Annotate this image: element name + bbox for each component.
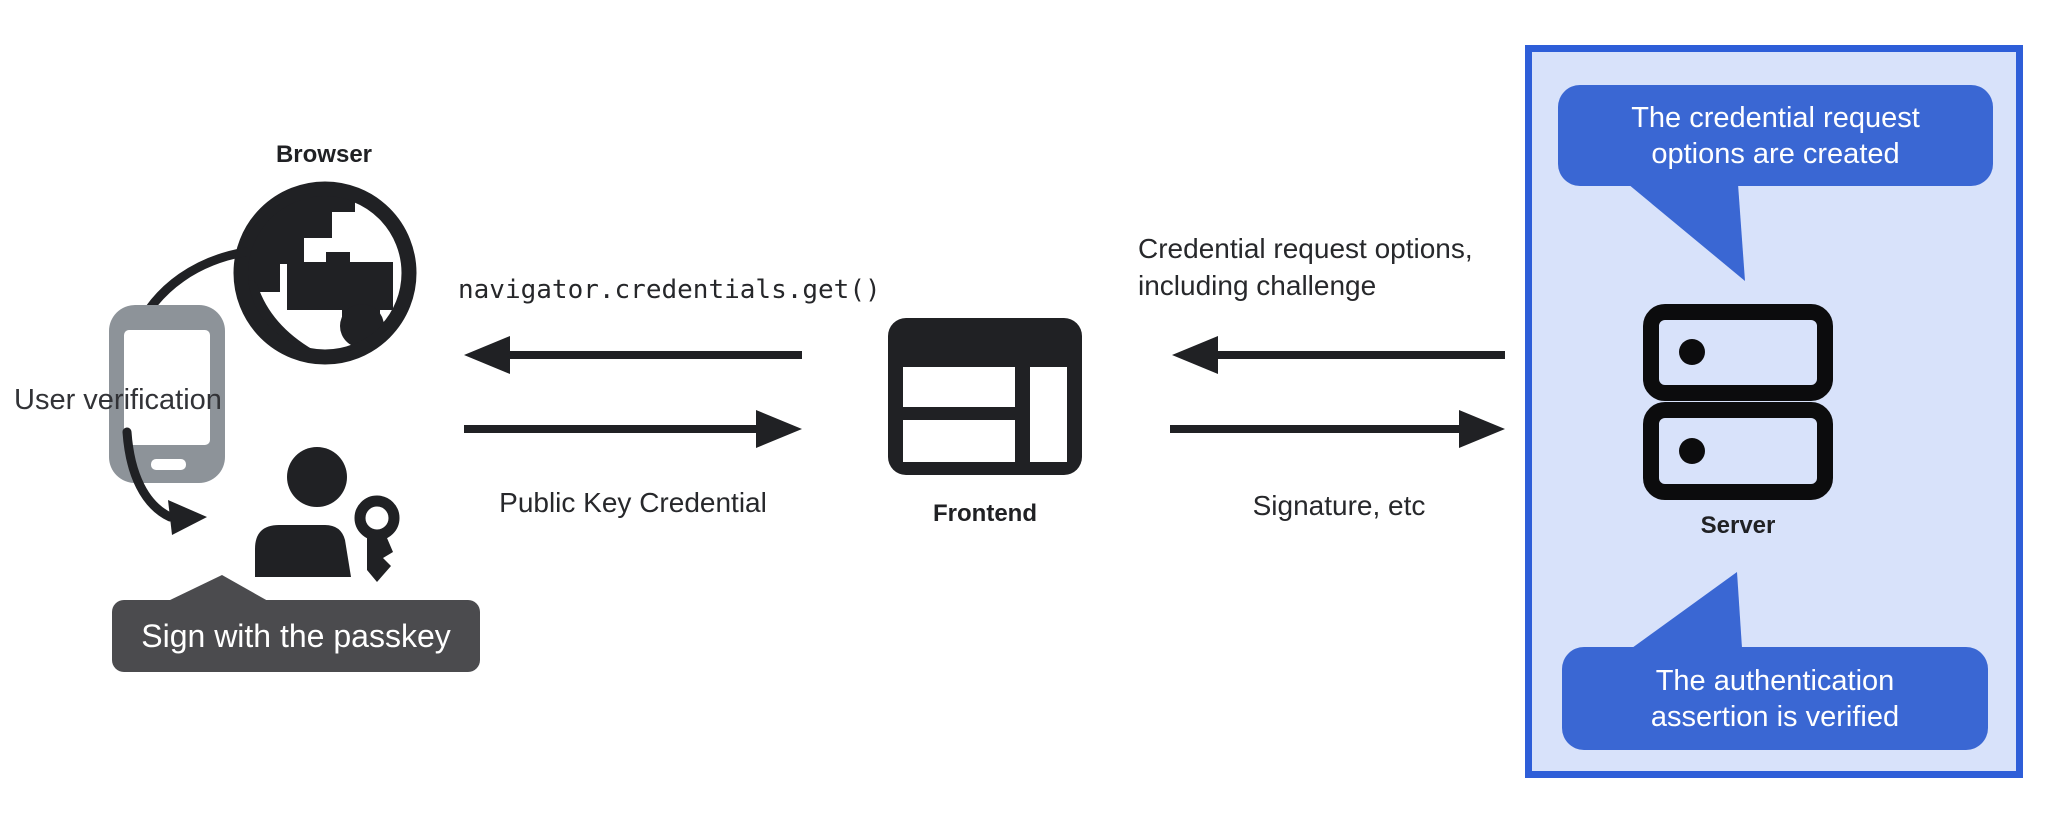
callout-assertion-verified-line1: The authentication xyxy=(1655,664,1895,697)
user-verification-label: User verification xyxy=(14,384,222,416)
globe-icon xyxy=(233,181,417,365)
person-with-key-icon xyxy=(255,447,400,582)
browser-window-icon xyxy=(888,318,1082,475)
arrow-frontend-to-browser xyxy=(464,336,802,374)
credential-request-options-line2: including challenge xyxy=(1138,270,1377,301)
sign-with-passkey-tooltip: Sign with the passkey xyxy=(112,600,480,672)
server-stack-icon xyxy=(1643,304,1833,500)
callout-request-created: The credential request options are creat… xyxy=(1558,85,1993,186)
server-label: Server xyxy=(1700,512,1776,539)
signature-etc-label: Signature, etc xyxy=(1252,490,1426,521)
tooltip-pointer xyxy=(168,575,268,601)
sign-with-passkey-text: Sign with the passkey xyxy=(141,617,451,654)
credential-request-options-line1: Credential request options, xyxy=(1138,233,1473,264)
credential-request-options-label: Credential request options, including ch… xyxy=(1138,230,1473,304)
callout-assertion-verified-line2: assertion is verified xyxy=(1650,700,1900,733)
arrow-frontend-to-server xyxy=(1170,410,1505,448)
callout-request-created-line1: The credential request xyxy=(1631,101,1920,134)
arrow-server-to-frontend xyxy=(1172,336,1505,374)
curved-arrow-phone-to-user xyxy=(122,427,207,535)
callout-request-created-line2: options are created xyxy=(1651,137,1900,170)
browser-label: Browser xyxy=(275,141,373,168)
callout-assertion-verified: The authentication assertion is verified xyxy=(1562,647,1988,750)
arrow-browser-to-frontend xyxy=(464,410,802,448)
callout-pointer-top xyxy=(1628,184,1745,281)
phone-icon xyxy=(109,305,225,483)
public-key-credential-label: Public Key Credential xyxy=(499,487,767,518)
navigator-credentials-get-label: navigator.credentials.get() xyxy=(458,275,881,305)
callout-pointer-bottom xyxy=(1632,572,1742,648)
frontend-label: Frontend xyxy=(933,500,1037,527)
